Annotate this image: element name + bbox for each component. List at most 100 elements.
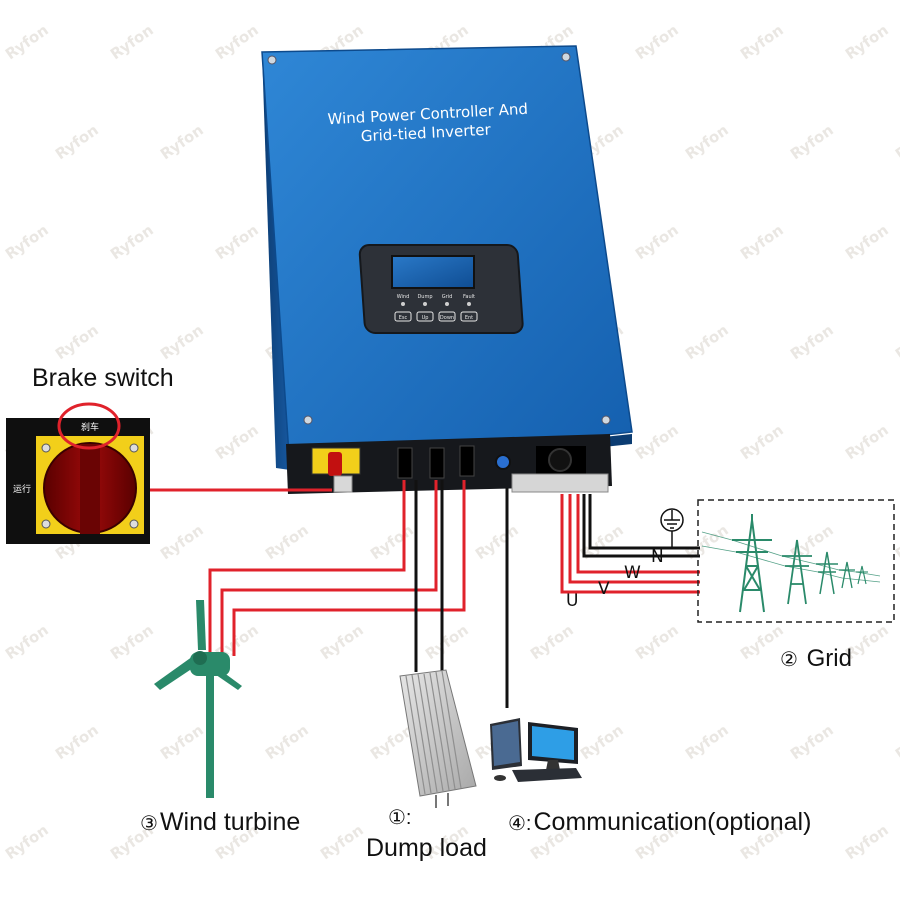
watermark-text: Ryfon: [787, 721, 837, 763]
panel-key-label: Down: [440, 315, 454, 321]
terminal-block: [286, 434, 612, 494]
watermark-text: Ryfon: [212, 421, 262, 463]
watermark-text: Ryfon: [632, 221, 682, 263]
watermark-text: Ryfon: [787, 121, 837, 163]
highlight-circle: [57, 402, 121, 450]
watermark-text: Ryfon: [472, 521, 522, 563]
wind-turbine-icon: [154, 600, 242, 798]
communication-label-text: Communication(optional): [533, 808, 812, 836]
phase-label: W: [624, 563, 641, 583]
watermark-text: Ryfon: [52, 121, 102, 163]
watermark-text: Ryfon: [682, 321, 732, 363]
dump-load-number: ①:: [388, 807, 412, 829]
led-icon: [467, 302, 471, 306]
control-panel: Wind Dump Grid Fault Esc Up Down Ent: [358, 244, 524, 334]
wind-turbine-label: ③Wind turbine: [140, 808, 300, 837]
watermark-text: Ryfon: [212, 221, 262, 263]
computer-icon: [490, 718, 582, 782]
screw-icon: [601, 415, 611, 425]
communication-number: ④:: [508, 813, 532, 835]
watermark-text: Ryfon: [787, 321, 837, 363]
watermark-text: Ryfon: [2, 21, 52, 63]
brake-left-text: 运行: [13, 483, 31, 495]
watermark-text: Ryfon: [632, 421, 682, 463]
watermark-text: Ryfon: [682, 121, 732, 163]
transmission-tower-icon: [732, 514, 772, 613]
inverter-cabinet: Wind Power Controller And Grid-tied Inve…: [261, 45, 633, 480]
brake-switch-label: Brake switch: [32, 364, 174, 392]
grid-wire-pe: [582, 494, 700, 558]
phase-label: U: [566, 591, 578, 611]
led-icon: [423, 302, 427, 306]
watermark-text: Ryfon: [2, 621, 52, 663]
watermark-text: Ryfon: [737, 221, 787, 263]
transmission-tower-icon: [839, 561, 855, 589]
watermark-text: Ryfon: [367, 521, 417, 563]
turbine-wire: [232, 480, 466, 656]
watermark-text: Ryfon: [632, 621, 682, 663]
watermark-text: Ryfon: [527, 621, 577, 663]
indicator-row: Wind Dump Grid Fault: [397, 294, 475, 306]
dump-load-icon: [399, 669, 477, 808]
watermark-text: Ryfon: [52, 721, 102, 763]
indicator-label: Grid: [442, 294, 453, 300]
grid-wire-n: [588, 494, 700, 550]
watermark-text: Ryfon: [107, 221, 157, 263]
dc-connector-icon: [429, 447, 445, 479]
brake-switch: 刹车 运行: [6, 402, 150, 544]
wires: [150, 480, 700, 708]
lcd-display: [391, 255, 475, 289]
watermark-text: Ryfon: [682, 721, 732, 763]
watermark-text: Ryfon: [262, 721, 312, 763]
indicator-label: Fault: [463, 294, 475, 300]
dc-connector-icon: [459, 445, 475, 477]
watermark-text: Ryfon: [2, 221, 52, 263]
comm-port-icon: [495, 454, 511, 470]
watermark-text: Ryfon: [262, 521, 312, 563]
panel-key-label: Ent: [465, 315, 473, 321]
grid-box: [660, 499, 895, 623]
watermark-text: Ryfon: [892, 321, 900, 363]
watermark-text: Ryfon: [892, 721, 900, 763]
indicator-label: Wind: [397, 294, 410, 300]
phase-label: N: [651, 547, 664, 567]
brake-top-text: 刹车: [81, 421, 99, 433]
dump-load-label: Dump load: [366, 834, 487, 862]
grid-label: ② Grid: [780, 645, 852, 673]
watermark-text: Ryfon: [317, 821, 367, 863]
communication-label: ④:Communication(optional): [508, 808, 811, 837]
watermark-text: Ryfon: [157, 521, 207, 563]
watermark-text: Ryfon: [892, 121, 900, 163]
wind-turbine-number: ③: [140, 813, 158, 835]
panel-key: [438, 311, 456, 322]
watermark-text: Ryfon: [577, 721, 627, 763]
dc-connector-icon: [397, 447, 413, 479]
watermark-text: Ryfon: [737, 21, 787, 63]
watermark-text: Ryfon: [892, 521, 900, 563]
panel-key: [416, 311, 434, 322]
watermark-text: Ryfon: [2, 821, 52, 863]
grid-wire-v: [568, 494, 700, 584]
grid-number: ②: [780, 649, 798, 671]
watermark-text: Ryfon: [842, 421, 892, 463]
grid-wire-u: [560, 494, 700, 594]
ground-icon: [660, 508, 684, 548]
phase-label: V: [598, 579, 610, 599]
panel-key: [394, 311, 412, 322]
watermark-text: Ryfon: [157, 321, 207, 363]
watermark-text: Ryfon: [422, 621, 472, 663]
indicator-label: Dump: [417, 294, 432, 300]
screw-icon: [561, 52, 571, 62]
led-icon: [445, 302, 449, 306]
screw-icon: [303, 415, 313, 425]
transmission-tower-icon: [816, 551, 838, 595]
watermark-text: Ryfon: [107, 21, 157, 63]
watermark-text: Ryfon: [157, 121, 207, 163]
phase-labels: U V W N: [566, 547, 664, 611]
panel-key-label: Up: [422, 315, 429, 321]
watermark-text: Ryfon: [842, 21, 892, 63]
watermark-text: Ryfon: [842, 821, 892, 863]
panel-key: [460, 311, 478, 322]
led-icon: [401, 302, 405, 306]
